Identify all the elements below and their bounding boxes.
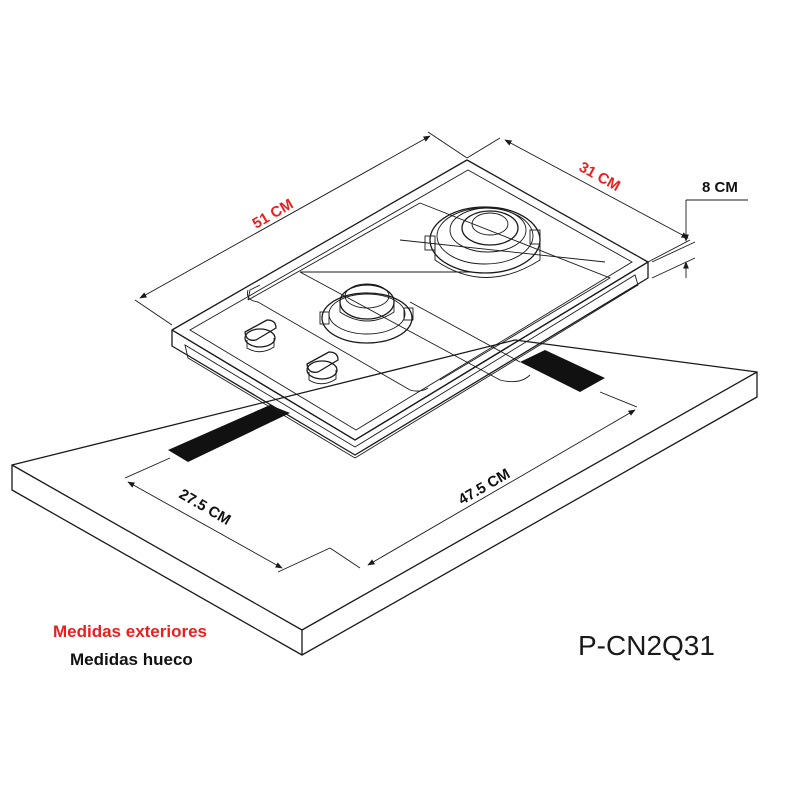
cutout-dimensions bbox=[124, 391, 638, 573]
legend-exterior: Medidas exteriores bbox=[53, 622, 208, 641]
gas-hob bbox=[171, 159, 649, 459]
outer-dimensions bbox=[134, 131, 748, 326]
model-number: P-CN2Q31 bbox=[578, 630, 715, 661]
control-knob-1 bbox=[244, 319, 277, 353]
control-knob-2 bbox=[306, 351, 339, 385]
legend-cutout: Medidas hueco bbox=[70, 650, 193, 669]
height-label: 8 CM bbox=[702, 179, 738, 196]
cutout-hole-right bbox=[520, 350, 605, 392]
small-burner bbox=[319, 283, 414, 344]
cutout-hole-left bbox=[168, 405, 290, 462]
large-burner bbox=[424, 206, 541, 278]
outer-width-label: 31 CM bbox=[576, 159, 623, 195]
cutout-width-label: 27.5 CM bbox=[176, 486, 234, 529]
countertop bbox=[11, 339, 758, 656]
cutout-length-label: 47.5 CM bbox=[456, 465, 514, 508]
outer-length-label: 51 CM bbox=[250, 196, 297, 233]
